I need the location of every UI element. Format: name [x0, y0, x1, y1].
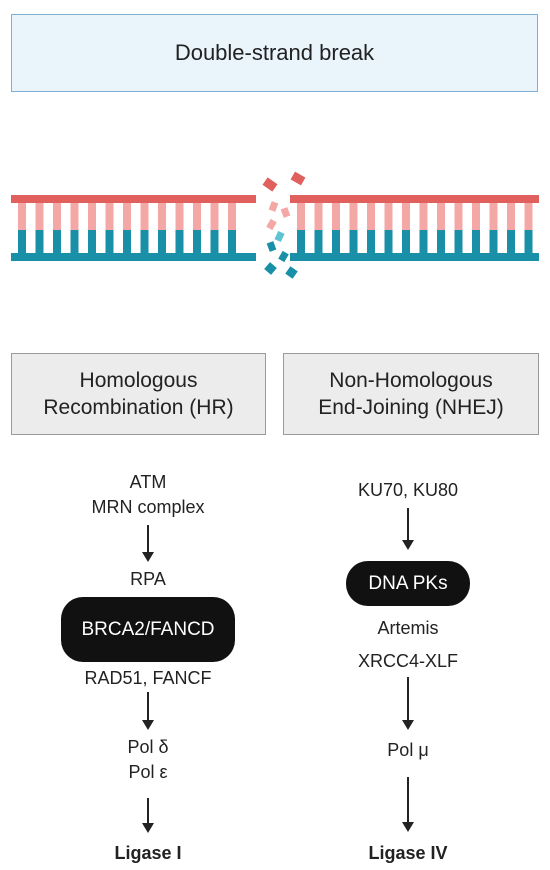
nhej-dna-pks-pill: DNA PKs: [346, 561, 470, 606]
dna-base-pair-top: [507, 203, 515, 230]
hr-ligase-i: Ligase I: [114, 843, 182, 863]
dna-base-pair-top: [123, 203, 131, 230]
dna-break-fragment: [266, 218, 277, 231]
dna-base-pair-top: [297, 203, 305, 230]
nhej-xrcc4-xlf: XRCC4-XLF: [357, 651, 459, 671]
hr-heading-line1: Homologous: [79, 369, 198, 392]
dna-base-pair-bottom: [70, 230, 79, 253]
dna-base-pair-bottom: [123, 230, 131, 253]
dna-base-pair-bottom: [175, 230, 184, 253]
dna-base-pair-top: [53, 203, 61, 230]
dna-bottom-backbone-right: [290, 253, 539, 261]
dna-base-pair-top: [18, 203, 26, 230]
dna-base-pair-bottom: [454, 230, 463, 253]
dna-base-pair-top: [402, 203, 410, 230]
dna-base-pair-bottom: [210, 230, 219, 253]
dna-base-pair-bottom: [489, 230, 498, 253]
nhej-complex-label: DNA PKs: [368, 572, 448, 594]
dna-base-pair-bottom: [314, 230, 323, 253]
dna-break-fragment: [285, 266, 298, 279]
dna-base-pair-bottom: [437, 230, 445, 253]
dna-base-pair-bottom: [384, 230, 393, 253]
nhej-artemis: Artemis: [377, 618, 439, 638]
dna-base-pair-top: [524, 203, 533, 230]
dna-base-pair-bottom: [18, 230, 26, 253]
dna-break-fragment: [278, 250, 289, 263]
dna-base-pair-top: [175, 203, 184, 230]
dna-base-pair-bottom: [193, 230, 201, 253]
dna-break-fragment: [280, 207, 291, 218]
dna-break-fragment: [262, 177, 278, 192]
hr-mrn-complex: MRN complex: [91, 497, 205, 517]
dna-base-pair-top: [140, 203, 149, 230]
dna-break-fragment: [268, 201, 279, 212]
hr-rad51-fancf: RAD51, FANCF: [84, 668, 212, 688]
dna-base-pair-bottom: [88, 230, 96, 253]
dna-base-pair-bottom: [158, 230, 166, 253]
dna-base-pair-top: [35, 203, 44, 230]
dna-base-pair-bottom: [507, 230, 515, 253]
dna-base-pair-top: [437, 203, 445, 230]
dna-base-pair-bottom: [349, 230, 358, 253]
dna-base-pair-bottom: [297, 230, 305, 253]
nhej-heading-box: Non-Homologous End-Joining (NHEJ): [283, 353, 539, 435]
dsb-title-box: Double-strand break: [11, 14, 538, 92]
dna-base-pair-top: [384, 203, 393, 230]
dna-break-fragment: [266, 241, 277, 252]
dna-base-pair-bottom: [524, 230, 533, 253]
dna-base-pair-bottom: [140, 230, 149, 253]
hr-complex-label: BRCA2/FANCD: [81, 618, 215, 640]
dna-break-fragment: [290, 171, 306, 186]
dna-base-pair-top: [419, 203, 428, 230]
hr-pol-delta: Pol δ: [127, 737, 169, 757]
dna-base-pair-top: [158, 203, 166, 230]
dna-base-pair-top: [105, 203, 114, 230]
dna-base-pair-top: [88, 203, 96, 230]
dna-base-pair-bottom: [105, 230, 114, 253]
hr-rpa: RPA: [130, 569, 166, 589]
hr-brca2-fancd-pill: BRCA2/FANCD: [61, 597, 235, 662]
hr-heading-line2: Recombination (HR): [43, 396, 234, 419]
hr-pol-epsilon: Pol ε: [128, 762, 168, 782]
dna-base-pair-bottom: [228, 230, 236, 253]
dna-base-pair-top: [367, 203, 375, 230]
dna-base-pair-top: [70, 203, 79, 230]
dna-top-backbone-right: [290, 195, 539, 203]
dna-base-pair-top: [472, 203, 480, 230]
dna-base-pair-top: [349, 203, 358, 230]
dna-base-pair-top: [193, 203, 201, 230]
dna-base-pair-bottom: [35, 230, 44, 253]
dna-base-pair-top: [489, 203, 498, 230]
dna-base-pair-bottom: [472, 230, 480, 253]
dna-base-pair-top: [332, 203, 340, 230]
dna-base-pair-bottom: [332, 230, 340, 253]
dna-base-pair-bottom: [53, 230, 61, 253]
dna-bottom-backbone-left: [11, 253, 256, 261]
nhej-ku70-ku80: KU70, KU80: [357, 480, 459, 500]
nhej-pol-mu: Pol μ: [387, 740, 429, 760]
hr-heading-box: Homologous Recombination (HR): [11, 353, 266, 435]
dna-base-pair-top: [210, 203, 219, 230]
dna-top-backbone-left: [11, 195, 256, 203]
dna-break-fragment: [264, 262, 277, 275]
dna-base-pair-top: [228, 203, 236, 230]
dna-double-strand-break-illustration: [11, 171, 539, 279]
nhej-heading-line1: Non-Homologous: [329, 369, 493, 392]
dna-base-pair-bottom: [367, 230, 375, 253]
dna-base-pair-bottom: [419, 230, 428, 253]
nhej-heading-line2: End-Joining (NHEJ): [318, 396, 504, 419]
dna-base-pair-top: [454, 203, 463, 230]
dna-base-pair-bottom: [402, 230, 410, 253]
dna-break-fragment: [274, 230, 285, 243]
dna-base-pair-top: [314, 203, 323, 230]
nhej-ligase-iv: Ligase IV: [368, 843, 448, 863]
hr-atm: ATM: [129, 472, 167, 492]
dsb-title: Double-strand break: [174, 40, 375, 65]
